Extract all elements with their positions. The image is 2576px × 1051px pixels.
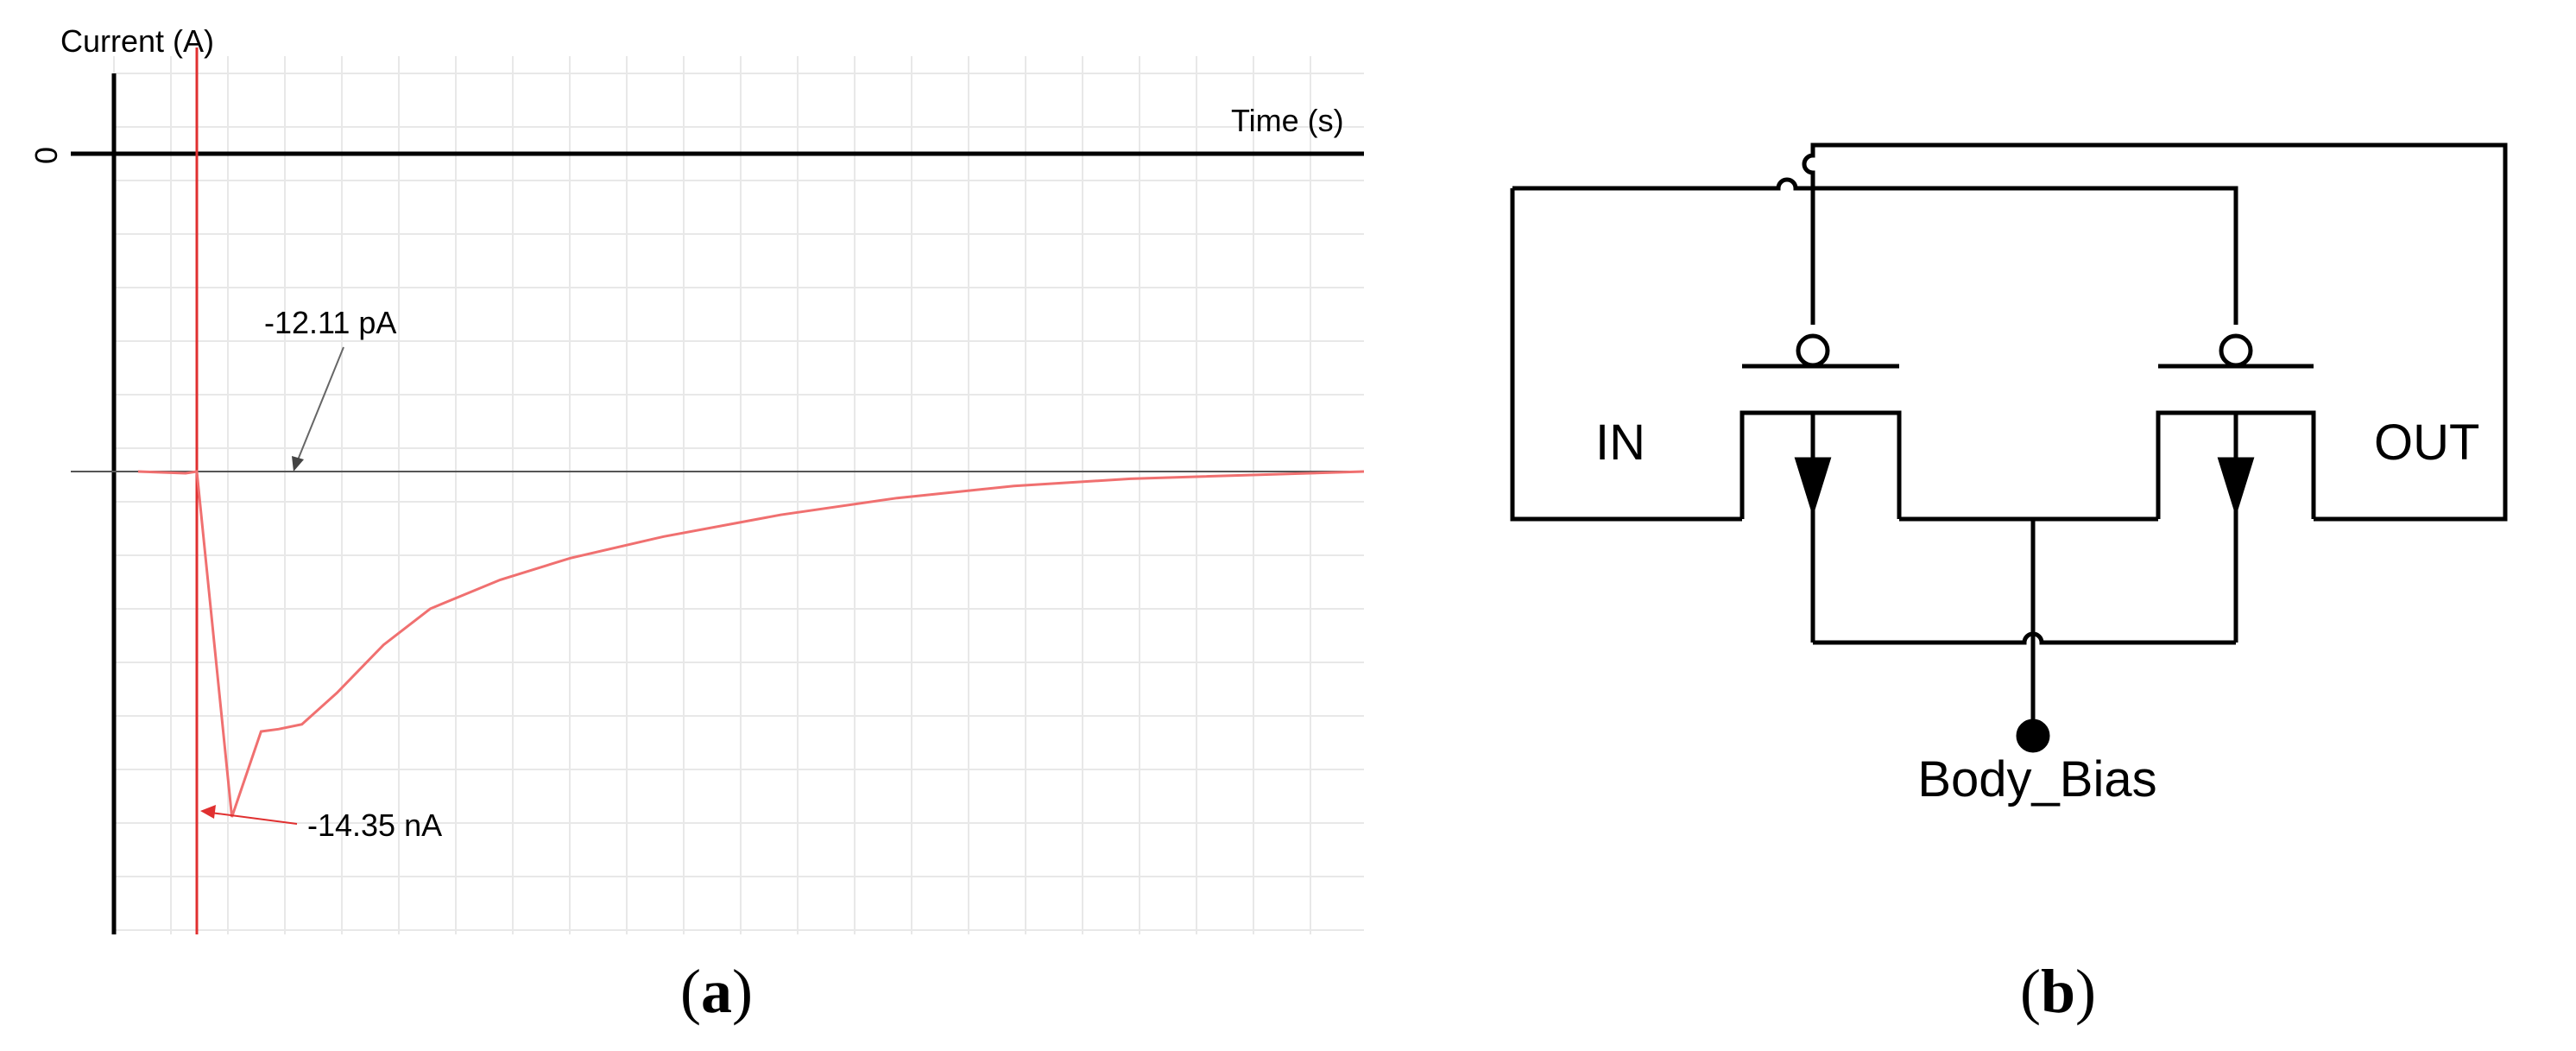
zero-tick-label: 0 xyxy=(28,147,64,164)
annotation-peak-arrowhead xyxy=(200,805,216,819)
left-transistor-gate-bubble xyxy=(1796,333,1830,368)
plot-grid xyxy=(113,56,1364,934)
panel-b-schematic xyxy=(1510,142,2508,753)
current-trace xyxy=(137,470,1365,818)
body-bias-bus xyxy=(1813,631,2236,645)
annotation-peak-arrow xyxy=(210,812,298,825)
panel-a-label: (a) xyxy=(680,957,753,1026)
annotation-peak-text: -14.35 nA xyxy=(307,807,442,843)
left-transistor-arrow xyxy=(1794,457,1832,517)
body-bias-terminal xyxy=(2016,719,2050,753)
body-bias-label: Body_Bias xyxy=(1917,751,2156,807)
annotation-baseline-text: -12.11 pA xyxy=(264,305,396,340)
in-label: IN xyxy=(1595,415,1645,471)
right-transistor-arrow xyxy=(2217,457,2255,517)
panel-a-current-plot: Current (A) Time (s) 0 -12.11 pA -14.35 … xyxy=(28,23,1365,1026)
panel-b-label: (b) xyxy=(2020,957,2096,1026)
out-label: OUT xyxy=(2374,415,2479,471)
left-transistor-channel xyxy=(1739,410,1902,519)
in-wire xyxy=(1510,188,1742,522)
annotation-baseline-arrowhead xyxy=(292,456,304,472)
right-transistor-gate-bubble xyxy=(2219,333,2253,368)
left-gate-wire xyxy=(1802,142,2508,522)
annotation-baseline-arrow xyxy=(296,346,344,463)
top-feedback-wire xyxy=(1512,177,2238,325)
x-axis-label: Time (s) xyxy=(1231,103,1344,138)
y-axis-label: Current (A) xyxy=(60,23,214,59)
